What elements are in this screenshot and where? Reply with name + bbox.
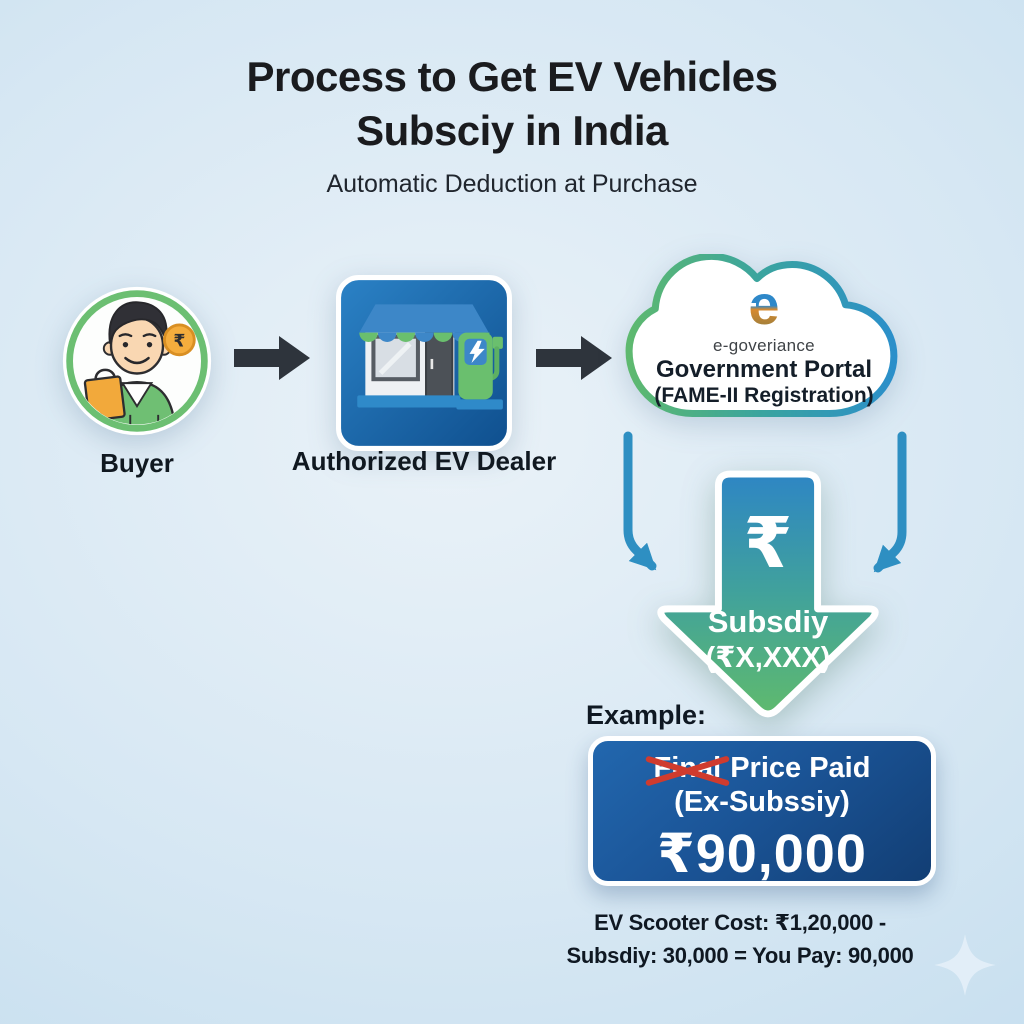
right-arrow-icon	[234, 336, 310, 380]
buyer-person-icon: ₹	[62, 286, 212, 436]
price-box-amount: ₹90,000	[657, 824, 867, 885]
e-governance-caption: e-goveriance	[713, 336, 815, 355]
right-arrow-icon	[536, 336, 612, 380]
e-governance-logo-icon: e	[740, 278, 780, 334]
price-box-subtitle: (Ex-Subssiy)	[674, 785, 850, 818]
rupee-symbol: ₹	[743, 504, 793, 582]
subsidy-label: Subsdiy	[707, 604, 829, 639]
portal-registration: (FAME-II Registration)	[654, 384, 874, 407]
portal-name: Government Portal	[655, 356, 873, 383]
rupee-coin-icon: ₹	[162, 323, 196, 357]
cloud-icon	[625, 254, 898, 418]
curved-down-arrow-icons	[623, 431, 907, 573]
page-subtitle: Automatic Deduction at Purchase	[326, 169, 698, 198]
ev-charger-icon	[458, 332, 503, 400]
page-title-line2: Subsciy in India	[356, 106, 668, 154]
big-down-arrow-icon	[657, 470, 879, 718]
svg-text:₹: ₹	[173, 331, 185, 351]
curved-down-arrow-right	[873, 431, 907, 573]
subsidy-amount-placeholder: (₹X,XXX)	[705, 642, 831, 674]
lightning-bolt-icon	[469, 340, 485, 363]
price-box-title-rest: Price Paid	[730, 752, 871, 784]
buyer-node: ₹ Buyer	[60, 284, 214, 478]
subsidy-arrow: ₹ Subsdiy (₹X,XXX)	[654, 460, 882, 724]
portal-node: e e-goveriance Government Portal (FAME-I…	[618, 254, 910, 432]
buyer-label: Buyer	[100, 448, 174, 478]
header: Process to Get EV Vehicles Subsciy in In…	[0, 50, 1024, 199]
curved-down-arrow-left	[623, 431, 657, 571]
portal-content: e e-goveriance Government Portal (FAME-I…	[618, 254, 910, 432]
page-title-line1: Process to Get EV Vehicles	[246, 53, 778, 100]
struck-word: Final	[653, 752, 722, 784]
calculation-line1: EV Scooter Cost: ₹1,20,000 -	[594, 910, 886, 935]
calculation-line2: Subsdiy: 30,000 = You Pay: 90,000	[566, 943, 914, 968]
ev-dealer-storefront-icon	[336, 275, 512, 451]
calculation-text: EV Scooter Cost: ₹1,20,000 - Subsdiy: 30…	[520, 906, 960, 972]
awning-icon	[359, 304, 490, 342]
sparkle-icon	[934, 934, 996, 996]
dealer-label: Authorized EV Dealer	[291, 446, 557, 476]
dealer-node: Authorized EV Dealer	[292, 274, 556, 476]
example-heading: Example:	[586, 700, 707, 730]
